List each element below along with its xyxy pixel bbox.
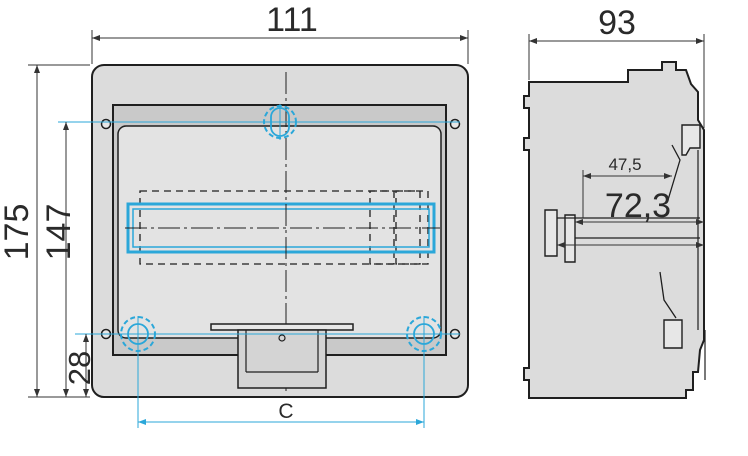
din-module-profile xyxy=(544,209,558,257)
door-latch xyxy=(210,323,354,389)
side-profile xyxy=(523,61,705,399)
dimension-height-label: 175 xyxy=(0,204,36,261)
front-inner-panel xyxy=(117,125,442,339)
side-view xyxy=(523,61,706,399)
latch-spring xyxy=(667,144,681,201)
dimension-bottom-offset-label: 28 xyxy=(62,351,97,385)
side-dimensions: 93 47,5 72,3 xyxy=(528,4,705,248)
dimension-depth-label: 93 xyxy=(598,4,636,42)
rail-clip xyxy=(663,319,683,349)
din-module-profile xyxy=(564,214,576,263)
front-view xyxy=(58,64,469,428)
dimension-width-label: 111 xyxy=(266,1,318,39)
rail-clip xyxy=(681,124,701,156)
dimension-mounting-height-label: 147 xyxy=(40,204,78,261)
dimension-hole-spacing-label: C xyxy=(278,400,293,423)
dimension-inner-depth-label: 72,3 xyxy=(605,187,671,225)
front-dimensions: 111 175 147 28 C xyxy=(0,1,469,425)
screw-icon xyxy=(100,118,112,130)
latch-spring xyxy=(659,271,677,319)
screw-icon xyxy=(449,118,461,130)
dimension-rail-offset-label: 47,5 xyxy=(608,155,641,174)
